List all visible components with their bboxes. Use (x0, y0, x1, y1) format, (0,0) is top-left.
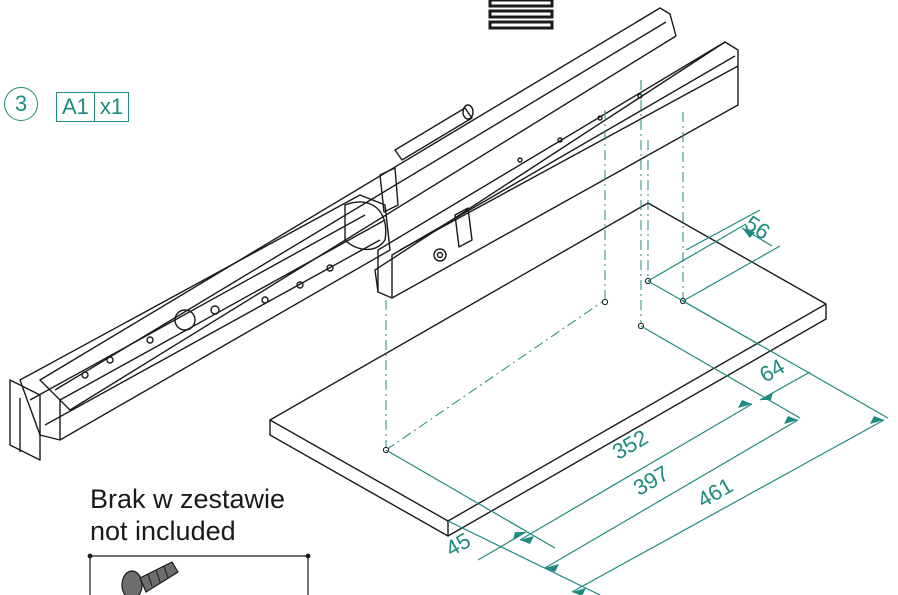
part-code: A1 (62, 94, 89, 119)
note-line-1: Brak w zestawie (90, 484, 286, 514)
drawer-bottom-panel (269, 202, 827, 537)
note-line-2: not included (90, 516, 236, 546)
projection-lines (385, 80, 684, 451)
screw-icon (121, 561, 179, 595)
hardware-box (87, 553, 311, 595)
step-number: 3 (4, 87, 38, 121)
dimension-arrows (513, 228, 884, 595)
part-quantity: x1 (93, 93, 128, 121)
stack-lines-icon (488, 0, 554, 30)
part-code-box: A1 x1 (56, 92, 130, 122)
drawer-slide (9, 7, 739, 461)
